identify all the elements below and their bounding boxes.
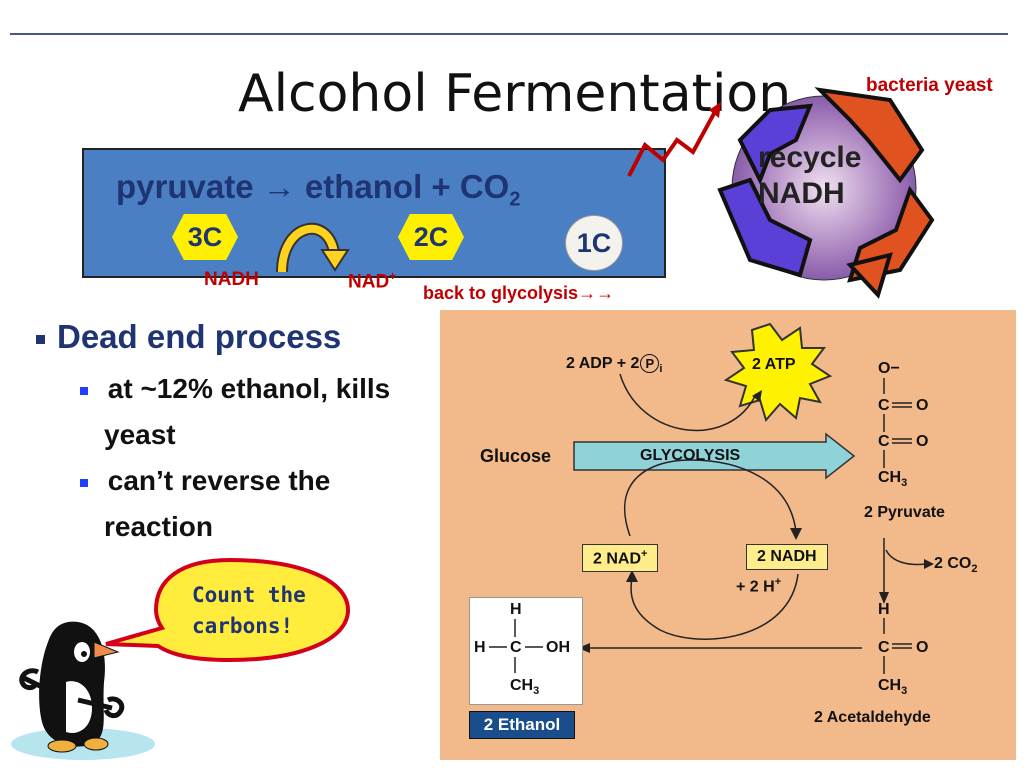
- h-plus-label: + 2 H+: [736, 576, 782, 596]
- ethanol-bonds: [489, 619, 543, 673]
- equation-text: pyruvate → ethanol + CO2: [116, 168, 520, 212]
- ethanol-h-top: H: [510, 601, 522, 618]
- acetaldehyde-h: H: [878, 601, 890, 618]
- pyruvate-c1: C: [878, 397, 890, 414]
- recycle-line2: NADH: [758, 177, 845, 210]
- co2-label: 2 CO2: [934, 555, 978, 576]
- pyruvate-o2: O: [916, 433, 929, 450]
- equation-subscript: 2: [509, 188, 521, 211]
- pyruvate-o1: O: [916, 397, 929, 414]
- pyruvate-label: 2 Pyruvate: [864, 504, 945, 521]
- sub-bullet-list: at ~12% ethanol, kills yeast can’t rever…: [80, 366, 390, 550]
- nadh-box: 2 NADH: [746, 544, 828, 570]
- recycle-nadh-text: recycle NADH: [758, 140, 861, 212]
- hex-2c: 2C: [398, 214, 464, 260]
- bubble-text: Count the carbons!: [192, 583, 306, 638]
- ethanol-oh: OH: [546, 639, 570, 656]
- nad-plus-box: 2 NAD+: [582, 544, 659, 573]
- pyruvate-ch3: CH3: [878, 469, 908, 490]
- glycolysis-label: GLYCOLYSIS: [640, 447, 741, 464]
- speech-bubble: [105, 557, 351, 663]
- recycle-nadh-graphic: [717, 87, 935, 299]
- red-zigzag-arrow-icon: [627, 102, 721, 177]
- bullet-square-icon: [80, 386, 88, 395]
- slide-title: Alcohol Fermentation: [238, 64, 792, 124]
- circle-1c: 1C: [565, 215, 623, 271]
- acetaldehyde-ch3: CH3: [878, 677, 908, 698]
- bullet-square-icon: [36, 334, 45, 344]
- title-rule: [10, 33, 1008, 35]
- nadh-label: NADH: [204, 269, 259, 290]
- ethanol-ch3: CH3: [510, 677, 540, 698]
- glucose-label: Glucose: [480, 446, 552, 466]
- bullet-dead-end: Dead end process: [36, 318, 341, 356]
- recycle-line1: recycle: [758, 141, 862, 174]
- ethanol-structure-box: [469, 597, 583, 705]
- back-to-glycolysis-label: back to glycolysis→→: [423, 283, 615, 303]
- acetaldehyde-o: O: [916, 639, 929, 656]
- sub-bullet-1-cont: yeast: [104, 419, 176, 450]
- sub-bullet-2-cont: reaction: [104, 511, 213, 542]
- hex-3c: 3C: [172, 214, 238, 260]
- acetaldehyde-c: C: [878, 639, 890, 656]
- ethanol-h-left: H: [474, 639, 486, 656]
- pyruvate-c2: C: [878, 433, 890, 450]
- sub-bullet-1: at ~12% ethanol, kills: [80, 366, 390, 412]
- diagram-arrows: [573, 322, 934, 674]
- nadh-curved-arrow-icon: [276, 222, 350, 273]
- nad-plus-label: NAD+: [348, 269, 397, 293]
- bacteria-yeast-caption: bacteria yeast: [866, 75, 993, 96]
- pyruvate-o-minus: O−: [878, 360, 900, 377]
- atp-label: 2 ATP: [752, 356, 796, 373]
- acetaldehyde-label: 2 Acetaldehyde: [814, 709, 931, 726]
- ethanol-c: C: [510, 639, 522, 656]
- ethanol-label: 2 Ethanol: [469, 711, 575, 739]
- penguin-mascot-icon: [11, 621, 155, 760]
- bullet-square-icon: [80, 478, 88, 487]
- sub-bullet-2: can’t reverse the: [80, 458, 390, 504]
- phosphate-icon: P: [640, 354, 660, 373]
- equation-main: pyruvate → ethanol + CO: [116, 168, 510, 205]
